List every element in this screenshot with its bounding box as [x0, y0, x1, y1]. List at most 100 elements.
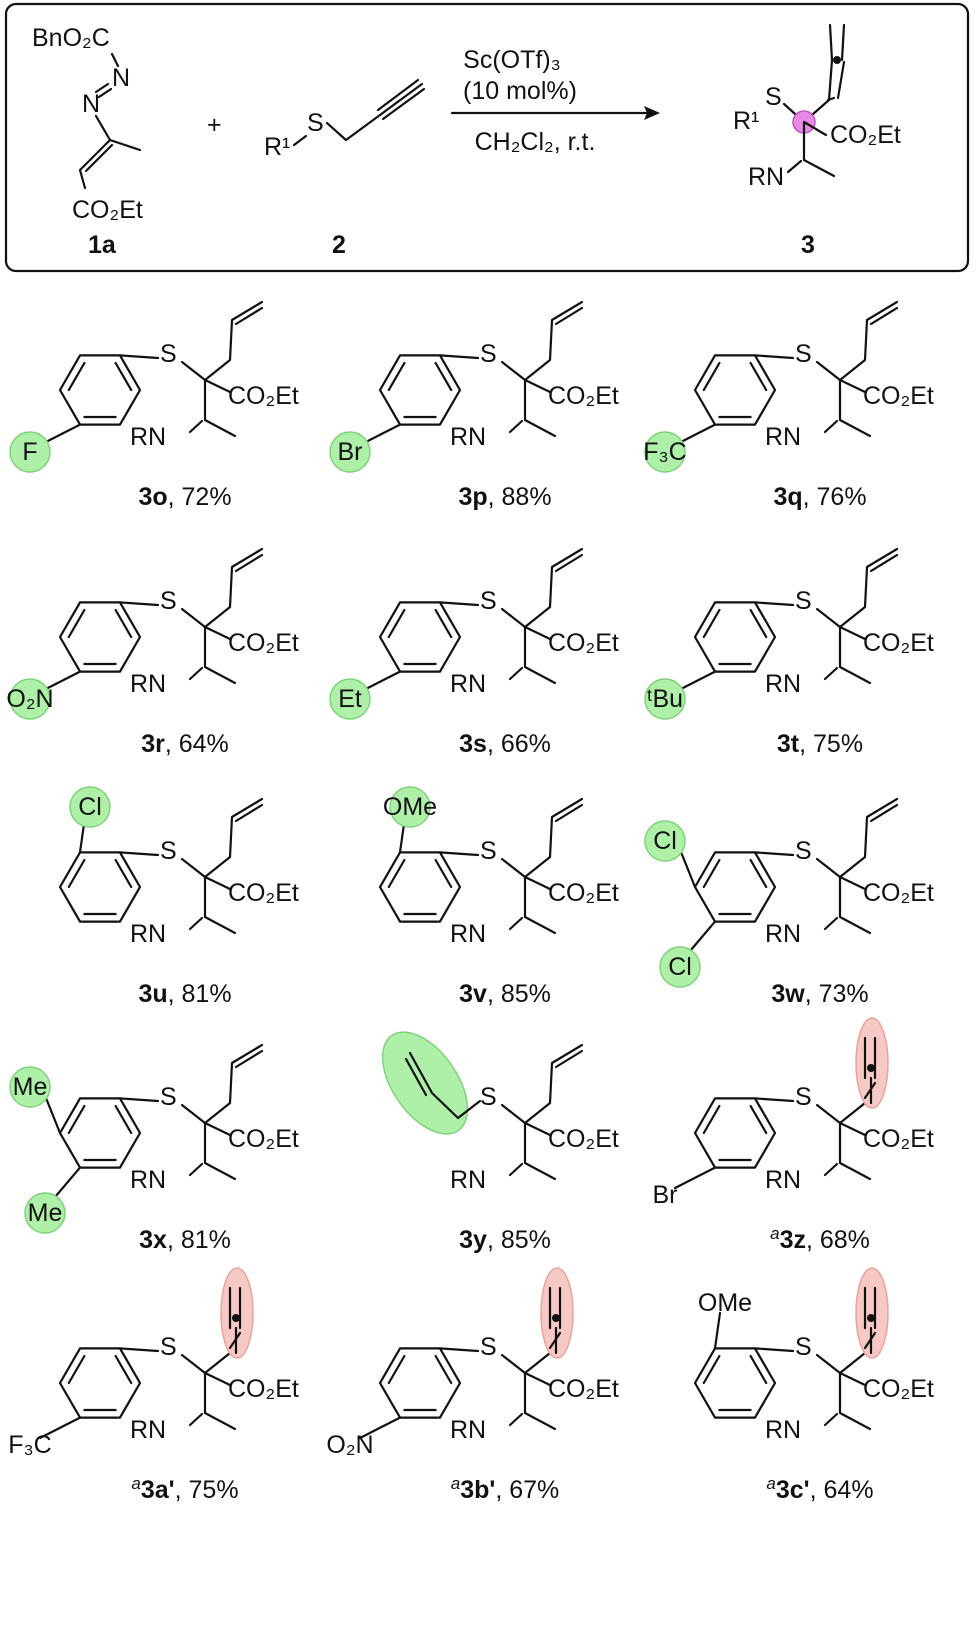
ester-group: CO₂Et	[863, 629, 934, 657]
reagent2-label: 2	[332, 231, 346, 259]
substituent-highlight	[389, 786, 431, 828]
substituent: Et	[338, 685, 362, 713]
compound-id: 3r	[141, 730, 165, 758]
footnote-marker: a	[451, 1474, 460, 1493]
compound-yield: , 81%	[167, 1226, 231, 1254]
substituent: O₂N	[326, 1431, 373, 1459]
ester-group: CO₂Et	[548, 1125, 619, 1153]
compound-yield: , 75%	[175, 1476, 239, 1504]
compound-caption: 3p, 88%	[458, 483, 551, 511]
imine-group: RN	[450, 423, 486, 451]
compound-caption: 3y, 85%	[459, 1226, 551, 1254]
s-atom: S	[160, 587, 177, 615]
imine-group: RN	[130, 920, 166, 948]
reagent2-s: S	[307, 109, 324, 137]
allene-dot	[867, 1314, 875, 1322]
s-atom: S	[160, 1083, 177, 1111]
ester-group: CO₂Et	[228, 879, 299, 907]
compound-caption: a3z, 68%	[770, 1224, 870, 1254]
s-atom: S	[795, 340, 812, 368]
substituent-2: Me	[28, 1199, 63, 1227]
imine-group: RN	[450, 920, 486, 948]
substituent: Br	[338, 438, 363, 466]
substituent-highlight	[329, 431, 371, 473]
reagent1-label: 1a	[88, 231, 117, 259]
substituent-1: Me	[13, 1073, 48, 1101]
compound-yield: , 85%	[487, 980, 551, 1008]
s-atom: S	[795, 1083, 812, 1111]
product-s: S	[765, 83, 782, 111]
reagent1-ester: CO₂Et	[72, 196, 143, 224]
compound-caption: 3s, 66%	[459, 730, 551, 758]
allyl-highlight	[381, 1031, 469, 1135]
substituent-highlight	[329, 678, 371, 720]
imine-group: RN	[450, 670, 486, 698]
reagent1-top-group: BnO₂C	[32, 24, 110, 52]
s-atom: S	[795, 587, 812, 615]
imine-group: RN	[450, 1166, 486, 1194]
ester-group: CO₂Et	[228, 629, 299, 657]
substituent-highlight	[644, 820, 686, 862]
imine-group: RN	[130, 1416, 166, 1444]
ester-group: CO₂Et	[228, 1125, 299, 1153]
s-atom: S	[160, 340, 177, 368]
imine-group: RN	[130, 1166, 166, 1194]
ester-group: CO₂Et	[863, 1125, 934, 1153]
substituent: O₂N	[6, 685, 53, 713]
ester-group: CO₂Et	[548, 1375, 619, 1403]
product-ester: CO₂Et	[830, 121, 901, 149]
substituent-highlight	[644, 678, 686, 720]
compound-caption: a3c', 64%	[766, 1474, 873, 1504]
compound-yield: , 85%	[487, 1226, 551, 1254]
reagent-1a: BnO₂C N N CO₂Et 1a	[32, 24, 143, 259]
imine-group: RN	[765, 423, 801, 451]
compound-id: 3u	[138, 980, 167, 1008]
imine-group: RN	[765, 920, 801, 948]
compound-caption: 3u, 81%	[138, 980, 231, 1008]
compound-caption: a3b', 67%	[451, 1474, 560, 1504]
catalyst-loading: (10 mol%)	[463, 77, 577, 105]
ester-group: CO₂Et	[228, 1375, 299, 1403]
compound-yield: , 76%	[803, 483, 867, 511]
compound-id: 3t	[777, 730, 800, 758]
substituent: F	[22, 438, 37, 466]
imine-group: RN	[130, 423, 166, 451]
s-atom: S	[160, 837, 177, 865]
product-3: R¹ S CO₂Et RN 3	[733, 23, 901, 259]
substituent-highlight	[659, 946, 701, 988]
compound-yield: , 64%	[165, 730, 229, 758]
substituent: Cl	[78, 793, 102, 821]
imine-group: RN	[765, 1416, 801, 1444]
s-atom: S	[480, 587, 497, 615]
compound-id: 3z	[780, 1226, 806, 1254]
allene-dot	[232, 1314, 240, 1322]
substituent: F₃C	[8, 1431, 52, 1459]
compound-id: 3s	[459, 730, 487, 758]
reagent1-n-upper: N	[112, 64, 130, 92]
substituent-highlight	[69, 786, 111, 828]
compound-id: 3a'	[141, 1476, 175, 1504]
substituent-highlight	[9, 431, 51, 473]
s-atom: S	[795, 837, 812, 865]
compound-yield: , 67%	[495, 1476, 559, 1504]
reagent-2: R¹ S 2	[264, 78, 426, 259]
s-atom: S	[480, 837, 497, 865]
reaction-arrow: Sc(OTf)₃ (10 mol%) CH₂Cl₂, r.t.	[450, 46, 660, 156]
imine-group: RN	[130, 670, 166, 698]
compound-yield: , 66%	[487, 730, 551, 758]
compound-caption: 3w, 73%	[771, 980, 868, 1008]
footnote-marker: a	[131, 1474, 140, 1493]
compound-caption: 3v, 85%	[459, 980, 551, 1008]
compound-id: 3q	[773, 483, 802, 511]
footnote-marker: a	[766, 1474, 775, 1493]
